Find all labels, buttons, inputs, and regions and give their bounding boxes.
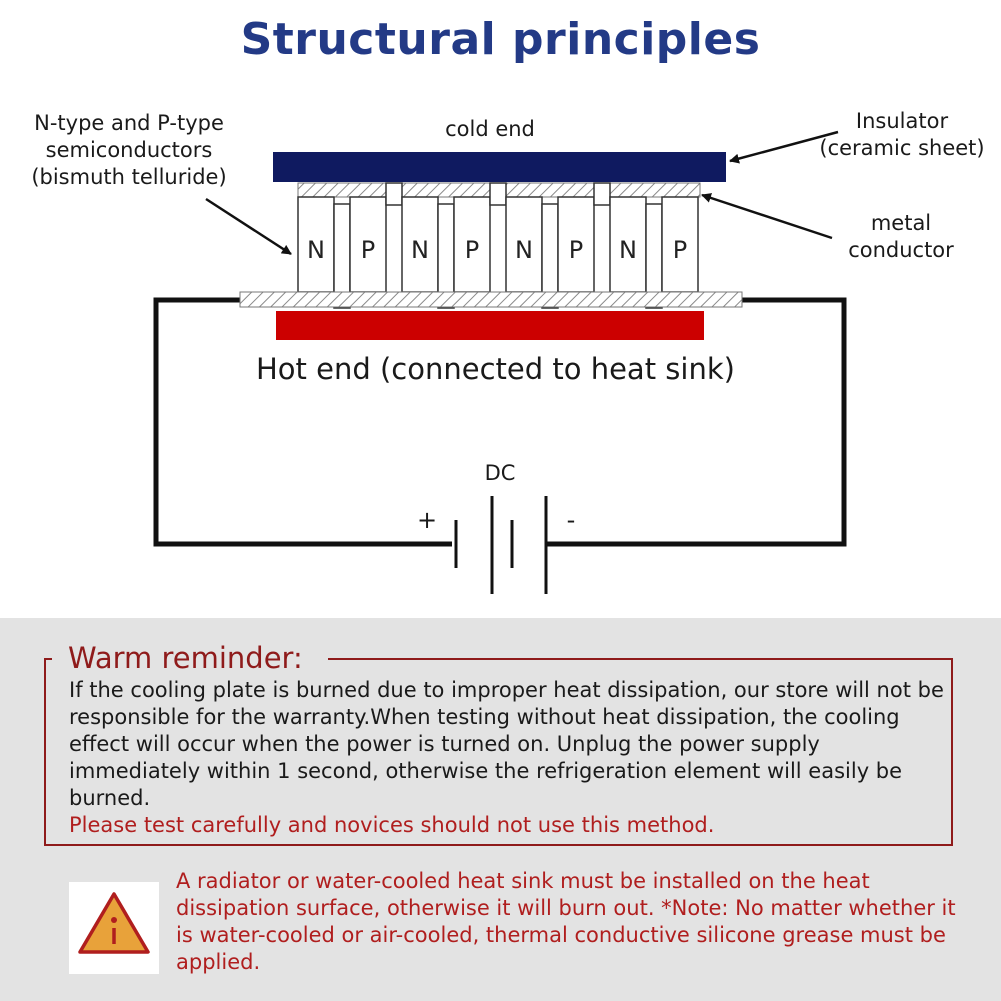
leg-label: P <box>361 236 375 264</box>
leg-connector <box>593 182 611 206</box>
leg-label: P <box>569 236 583 264</box>
circuit-wire-left <box>153 297 452 547</box>
leg-label: N <box>307 236 325 264</box>
circuit-wire-right <box>546 297 847 547</box>
label-semiconductors: N-type and P-type semiconductors (bismut… <box>31 111 227 189</box>
arrow-semiconductors <box>205 197 292 256</box>
label-dc: DC <box>484 461 516 485</box>
semiconductor-leg <box>661 196 699 293</box>
reminder-frame-corner <box>44 658 52 660</box>
label-minus: - <box>566 506 576 534</box>
label-cold-end: cold end <box>445 117 535 141</box>
warning-triangle-icon <box>78 892 150 954</box>
leg-label: N <box>619 236 637 264</box>
page-title: Structural principles <box>240 14 761 65</box>
leg-label: P <box>465 236 479 264</box>
reminder-text: If the cooling plate is burned due to im… <box>69 678 944 810</box>
label-insulator: Insulator (ceramic sheet) <box>819 109 985 160</box>
reminder-frame <box>44 658 953 846</box>
semiconductor-leg <box>453 196 491 293</box>
leg-label: N <box>411 236 429 264</box>
leg-connector <box>385 182 403 206</box>
leg-connector <box>489 182 507 206</box>
hot-plate <box>276 311 704 340</box>
diagram-panel <box>0 0 1001 618</box>
semiconductor-leg <box>609 196 647 293</box>
leg-label: N <box>515 236 533 264</box>
leg-label: P <box>673 236 687 264</box>
cold-plate <box>273 152 726 182</box>
label-hot-end: Hot end (connected to heat sink) <box>256 352 735 386</box>
reminder-panel <box>0 618 1001 1001</box>
semiconductor-leg <box>401 196 439 293</box>
label-metal-conductor: metal conductor <box>848 211 954 262</box>
notice-text: A radiator or water-cooled heat sink mus… <box>176 869 956 974</box>
warning-icon-box <box>69 882 159 974</box>
arrow-insulator <box>729 130 839 164</box>
semiconductor-leg <box>557 196 595 293</box>
battery-icon <box>454 496 548 594</box>
reminder-title: Warm reminder: <box>68 641 303 675</box>
reminder-warning: Please test carefully and novices should… <box>69 813 715 837</box>
reminder-frame-top <box>328 658 953 660</box>
reminder-body: If the cooling plate is burned due to im… <box>69 677 949 839</box>
bottom-conductor <box>239 291 743 308</box>
label-plus: + <box>416 506 438 534</box>
arrow-metal-conductor <box>701 193 833 240</box>
